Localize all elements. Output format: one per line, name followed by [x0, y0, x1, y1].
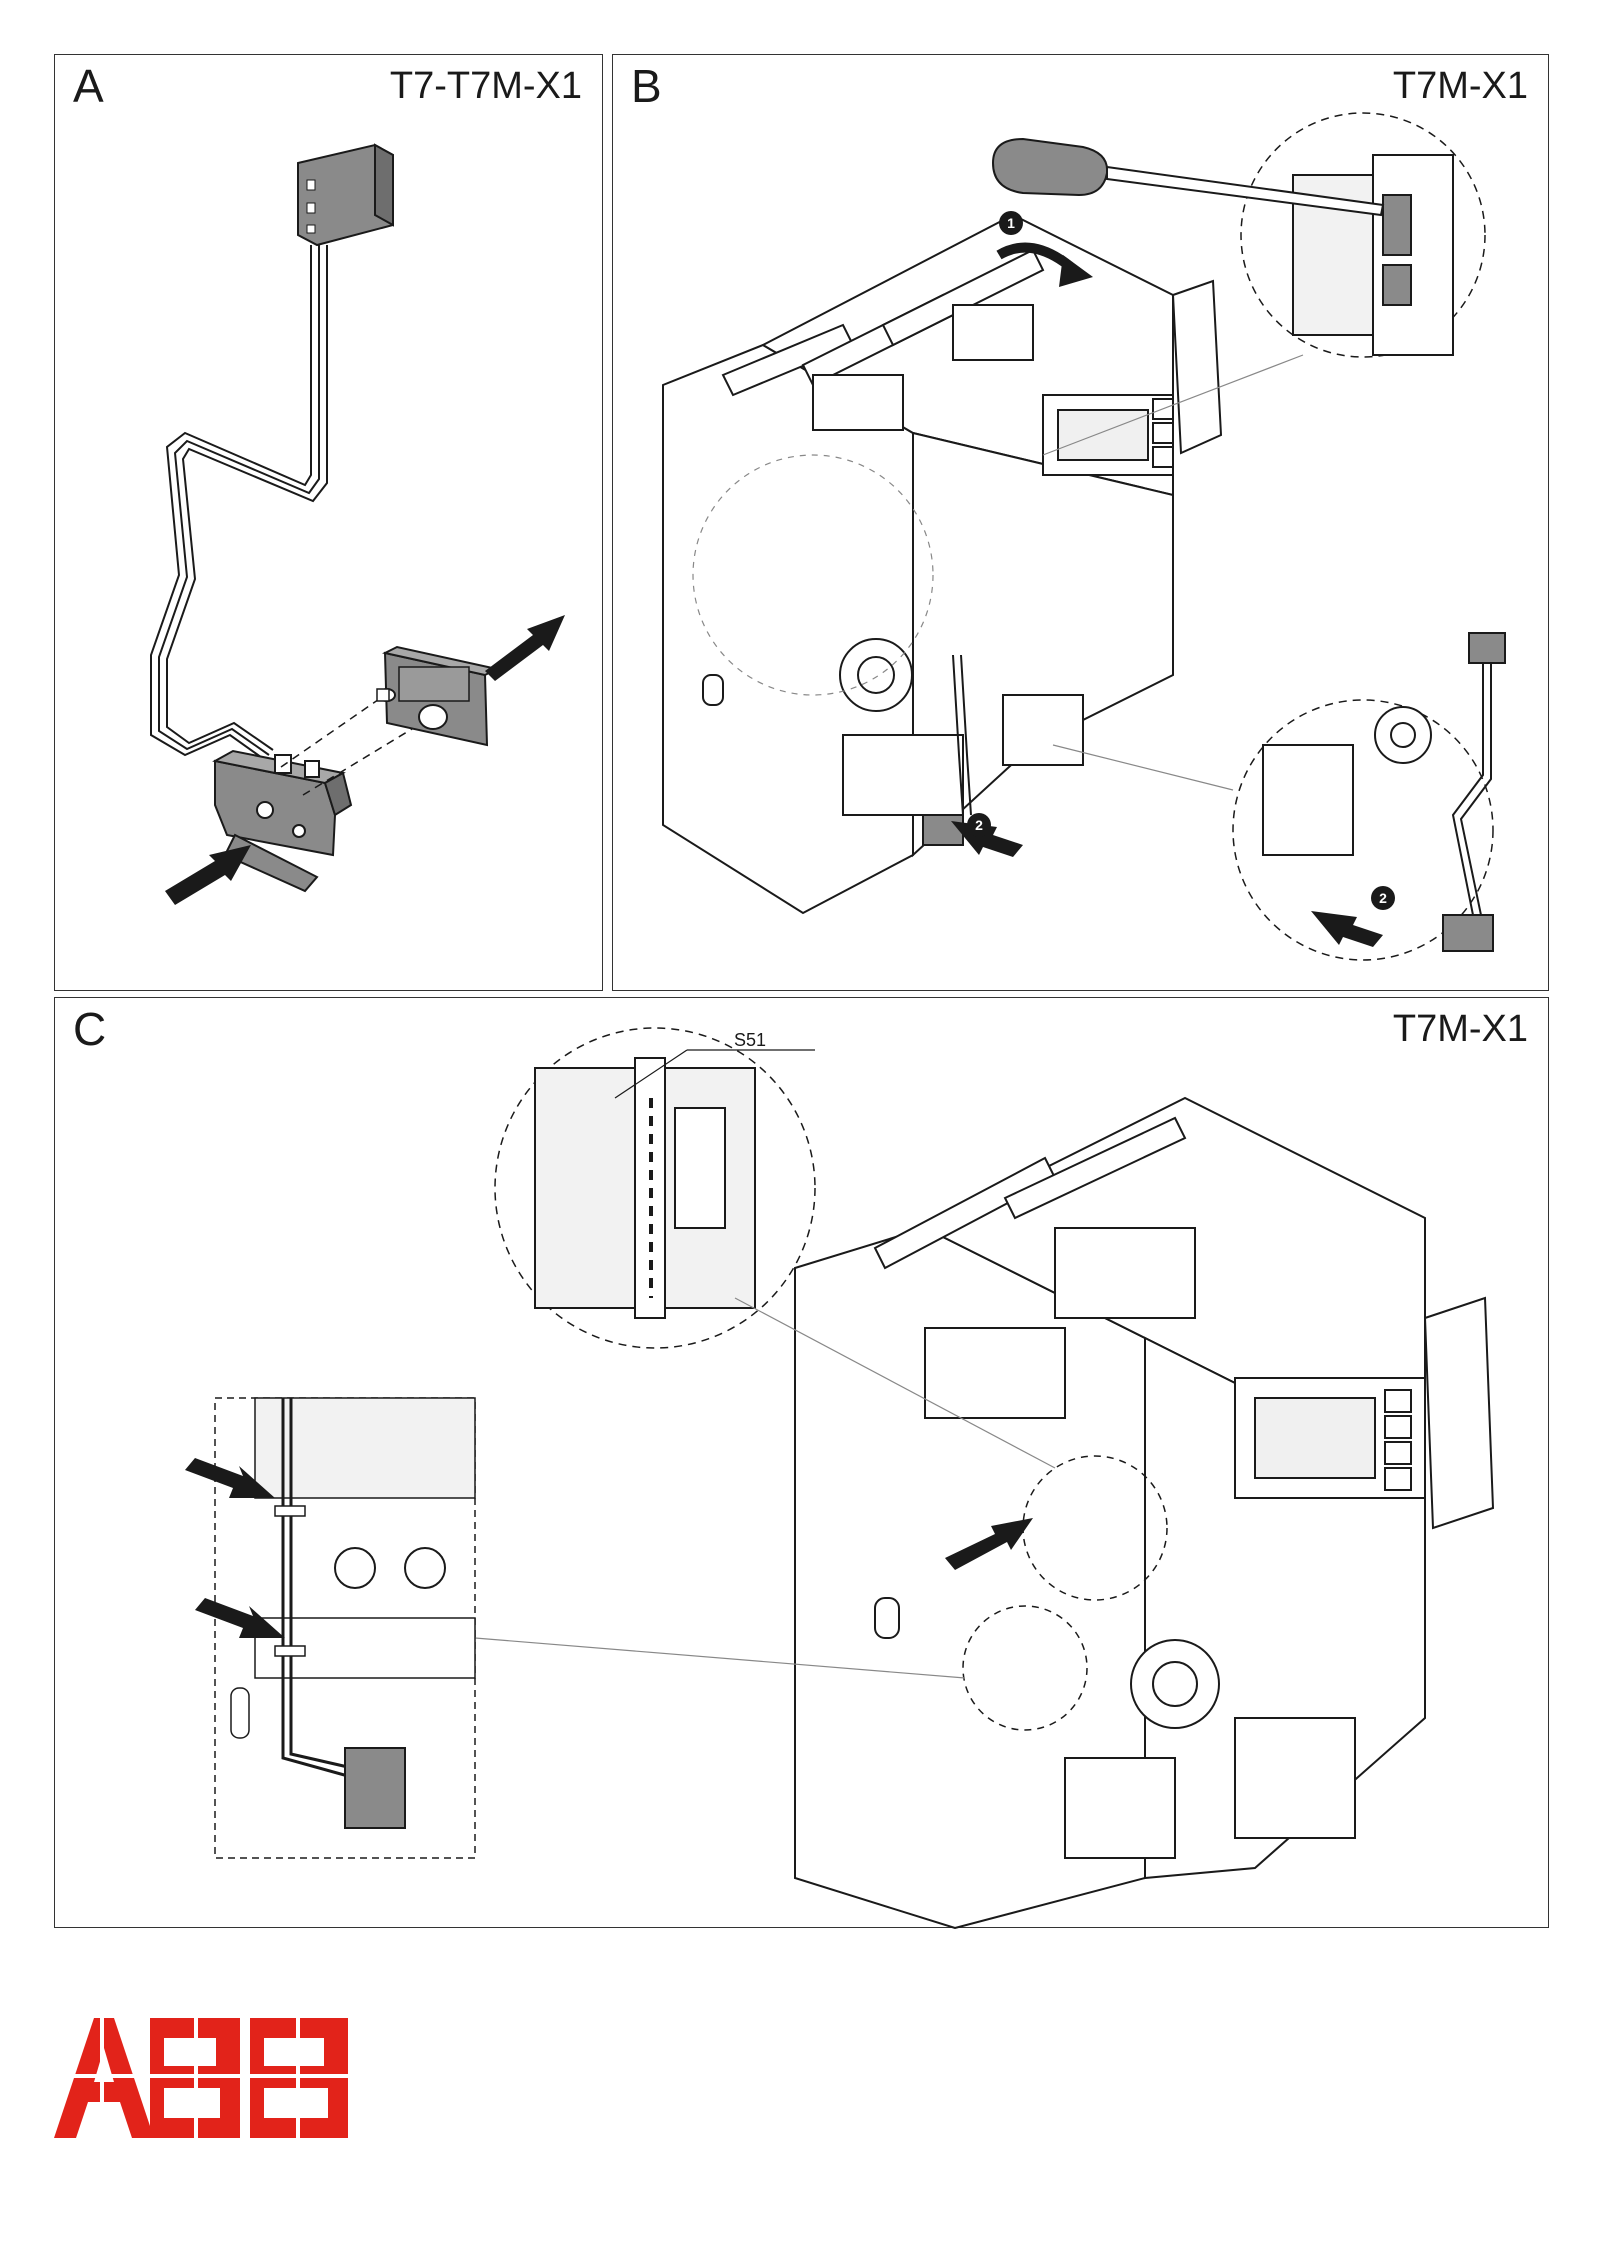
- arrow-icon: [185, 1458, 275, 1498]
- cable-routing-drawing: S51: [185, 1027, 1495, 1929]
- step-1-badge: 1: [1007, 215, 1015, 231]
- microswitch-assembly-drawing: [150, 143, 565, 905]
- rotate-arrow-icon: 1: [996, 211, 1093, 287]
- panel-c-letter: C: [73, 1003, 107, 1055]
- arrow-icon: 2: [1311, 886, 1395, 947]
- abb-logo: [54, 2018, 348, 2138]
- screwdriver-icon: [991, 137, 1385, 217]
- panel-b-model-label: T7M-X1: [1392, 65, 1528, 107]
- s51-callout-label: S51: [734, 1030, 766, 1050]
- circuit-breaker-body: [794, 1096, 1495, 1929]
- arrow-icon: [485, 615, 565, 681]
- step-2-badge: 2: [975, 817, 983, 833]
- mounting-plate: [376, 645, 500, 747]
- arrow-icon: [195, 1598, 285, 1638]
- panel-c: C T7M-X1: [54, 997, 1549, 1929]
- panel-b-letter: B: [631, 60, 662, 112]
- panel-a-letter: A: [73, 60, 104, 112]
- step-2-badge-detail: 2: [1379, 890, 1387, 906]
- circuit-breaker-body: [662, 213, 1223, 915]
- detail-leader-lines: [474, 1297, 1056, 1679]
- detail-leader-lines: [692, 354, 1304, 791]
- detail-view-top: [1240, 112, 1486, 358]
- arrow-icon: 2: [951, 813, 1023, 857]
- panel-b: B T7M-X1: [612, 54, 1549, 991]
- cable-bundle: [150, 245, 328, 761]
- microswitch: [212, 749, 353, 893]
- connector-block: [297, 143, 394, 247]
- panel-a: A T7-T7M-X1: [54, 54, 603, 991]
- detail-view-bottom: [1232, 632, 1506, 961]
- breaker-installation-drawing: 1 2 2: [662, 112, 1506, 961]
- detail-view-top: S51: [494, 1027, 816, 1349]
- panel-a-model-label: T7-T7M-X1: [389, 65, 582, 107]
- abb-logo-mark: [54, 2018, 348, 2138]
- panel-c-model-label: T7M-X1: [1392, 1008, 1528, 1050]
- microswitch: [922, 814, 964, 846]
- cable-bundle: [952, 654, 972, 816]
- arrow-icon: [165, 845, 251, 905]
- arrow-icon: [945, 1518, 1033, 1570]
